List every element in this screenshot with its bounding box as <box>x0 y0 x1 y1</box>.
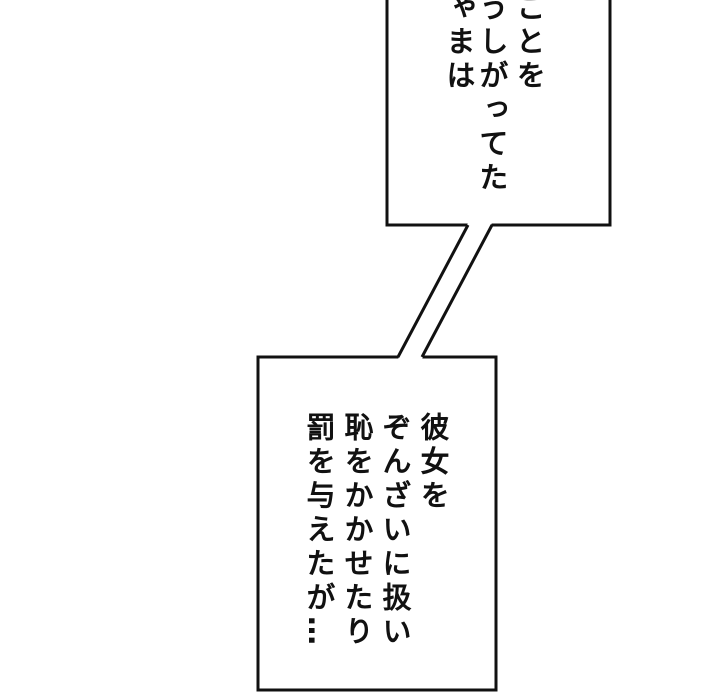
bottom-line-2: ぞんざいに扱い <box>378 412 412 650</box>
top-speech-box <box>385 0 612 227</box>
tail-edge-left <box>396 224 470 358</box>
bottom-line-4: 罰を与えたが… <box>302 412 336 650</box>
top-line-1: ことを <box>512 0 546 94</box>
bottom-line-1: 彼女を <box>416 412 450 514</box>
top-line-3: ゃまは <box>442 0 476 94</box>
bottom-speech-box <box>256 355 498 692</box>
tail-edge-right <box>420 224 494 358</box>
connector-tail <box>398 223 492 359</box>
top-line-2: うしがってた <box>475 0 509 196</box>
bottom-line-3: 恥をかかせたり <box>340 412 374 650</box>
